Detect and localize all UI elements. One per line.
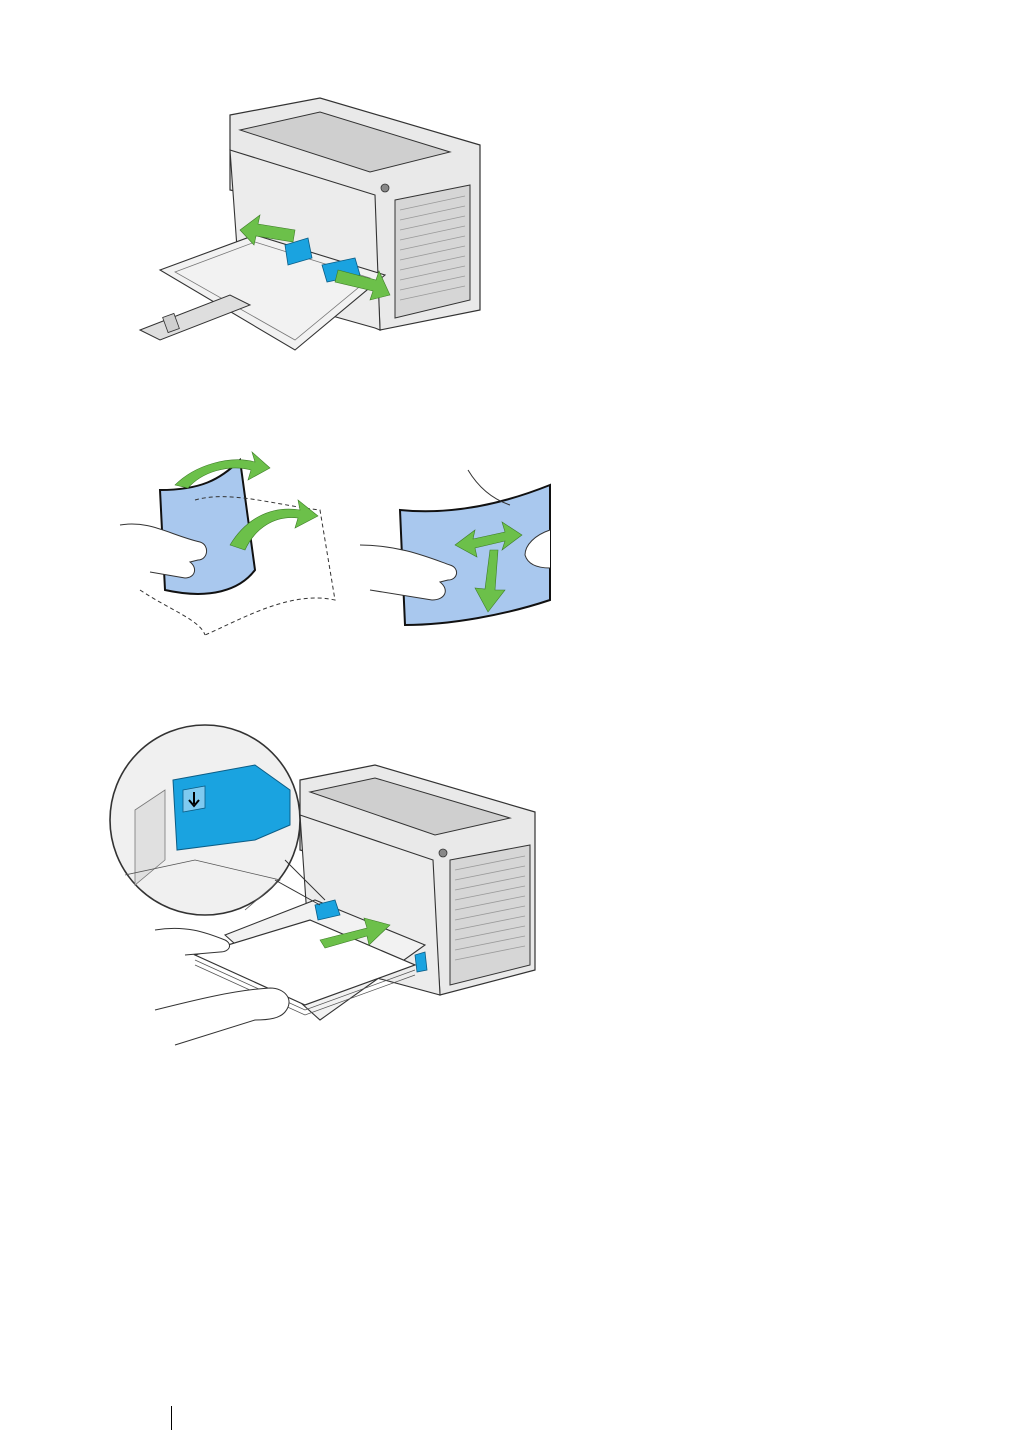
figure-load-paper: [105, 720, 555, 1060]
printer-icon: [130, 90, 510, 360]
figure-adjust-paper-guides: [130, 90, 510, 360]
figure-flex-paper: [110, 450, 580, 650]
printer-icon: [105, 720, 555, 1060]
magnifier-detail-icon: [110, 725, 325, 915]
paper-stack-icon: [110, 450, 580, 650]
footer-rule: [171, 1406, 172, 1430]
